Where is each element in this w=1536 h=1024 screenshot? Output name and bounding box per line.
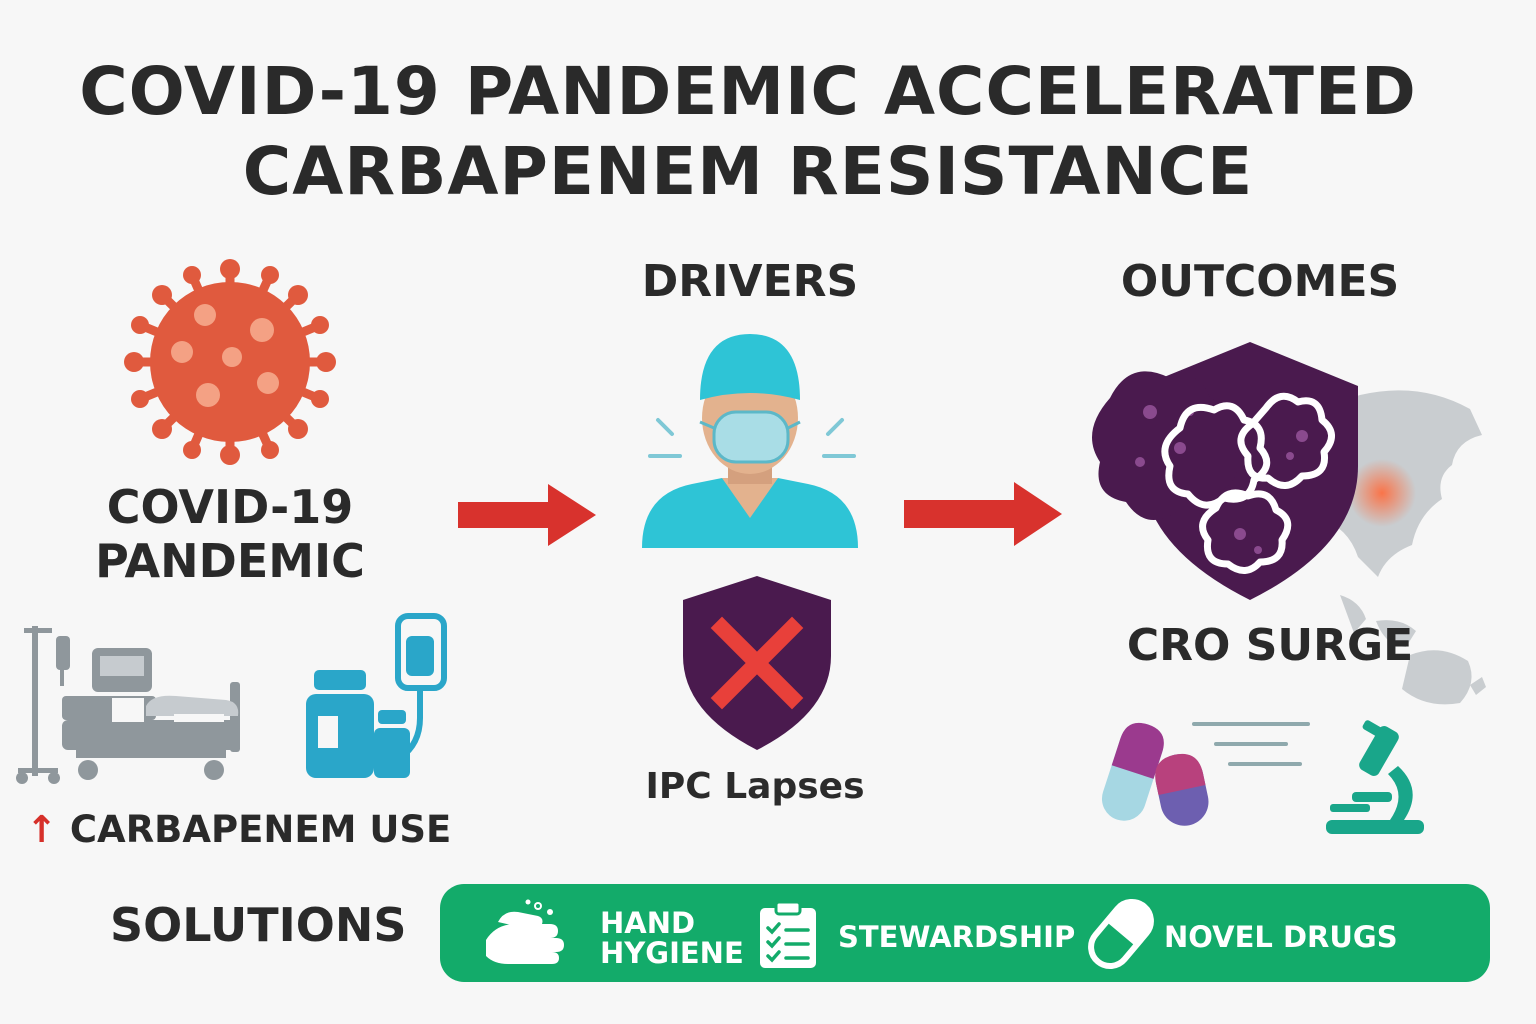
solution-stewardship: STEWARDSHIP [838,920,1076,954]
healthcare-worker-icon [642,334,858,548]
capsule-icon [1088,898,1154,970]
solutions-heading: SOLUTIONS [110,898,407,952]
title-line-2: CARBAPENEM RESISTANCE [242,133,1254,210]
world-map-icon [1320,390,1486,705]
cro-surge-label: CRO SURGE [1126,620,1414,671]
title-line-1: COVID-19 PANDEMIC ACCELERATED [79,53,1417,130]
arrow-right-icon [458,484,596,546]
microscope-icon [1326,720,1424,834]
pills-icon [1101,722,1209,826]
motion-lines-icon [1192,722,1310,766]
arrow-right-icon-2 [904,482,1062,546]
solution-hand-hygiene: HAND HYGIENE [600,906,744,970]
hospital-bed-icon [16,626,240,784]
drivers-heading: DRIVERS [641,256,859,307]
virus-icon [124,259,336,465]
page-title: COVID-19 PANDEMIC ACCELERATED CARBAPENEM… [0,52,1496,212]
carbapenem-use-label: ↑ CARBAPENEM USE [26,808,452,851]
medicine-vials-icon [306,613,447,778]
checklist-icon [760,900,816,968]
covid-pandemic-label: COVID-19 PANDEMIC [95,480,365,588]
up-arrow-icon: ↑ [26,808,58,851]
outcomes-heading: OUTCOMES [1120,256,1400,307]
solution-novel-drugs: NOVEL DRUGS [1164,920,1398,954]
ipc-lapses-label: IPC Lapses [645,766,865,807]
bacteria-shield-icon [1092,342,1358,600]
hand-wash-icon [486,899,564,964]
solutions-bar: HAND HYGIENE STEWARDSHIP NOVEL DRUGS [440,884,1490,982]
shield-cross-icon [683,576,831,750]
